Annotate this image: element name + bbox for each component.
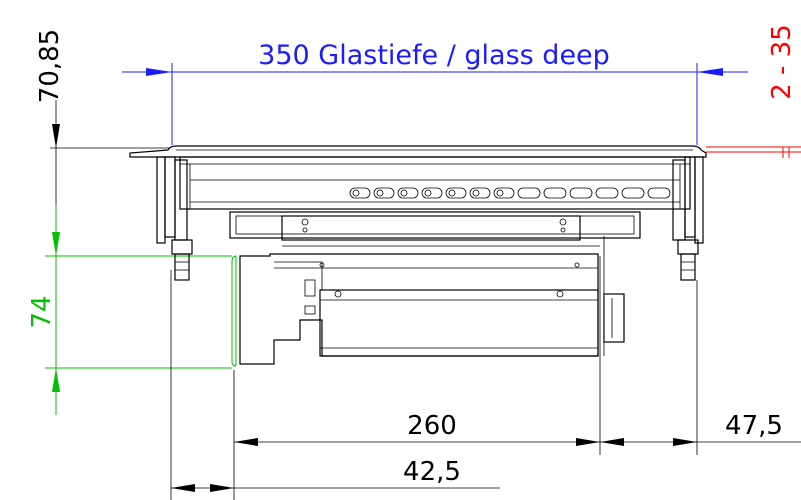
height-top-label: 70,85: [35, 29, 65, 103]
height-side-label: 74: [27, 295, 57, 328]
left-foot: [156, 156, 193, 281]
height-side-dimension: 74: [27, 205, 237, 415]
width-47-label: 47,5: [725, 411, 783, 441]
vent-slots: [349, 187, 671, 199]
glass-depth-label: 350 Glastiefe / glass deep: [258, 40, 610, 71]
height-top-dimension: 70,85: [35, 29, 170, 250]
glass-depth-dimension: 350 Glastiefe / glass deep: [122, 40, 748, 145]
bottom-dimensions: 260 47,5 42,5: [170, 270, 801, 500]
width-42-label: 42,5: [403, 457, 461, 487]
width-260-label: 260: [407, 411, 457, 441]
offset-right-dimension: 2 - 35: [706, 24, 801, 158]
offset-right-label: 2 - 35: [767, 24, 797, 100]
right-foot: [672, 156, 704, 281]
appliance-drawing: [129, 145, 707, 365]
mounting-bracket: [229, 211, 641, 247]
motor-housing: [239, 236, 625, 365]
